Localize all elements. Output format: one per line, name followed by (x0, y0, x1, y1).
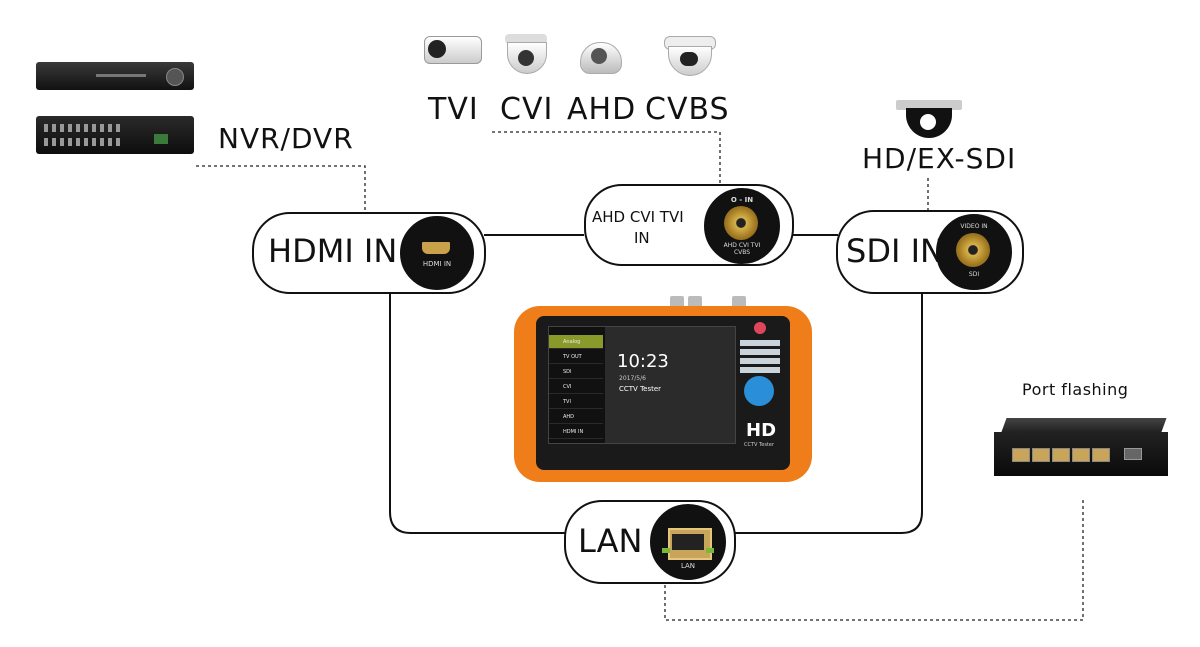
hdmi-in-title: HDMI IN (268, 232, 398, 270)
nvr-label: NVR/DVR (218, 122, 354, 155)
tester-time: 10:23 (617, 351, 669, 372)
hdmi-port-icon: HDMI IN (400, 216, 474, 290)
lan-title: LAN (578, 522, 643, 560)
turret-camera-icon (660, 36, 718, 78)
sdi-camera-label: HD/EX-SDI (862, 142, 1017, 175)
tester-menu-item: SDI (549, 365, 603, 379)
tester-dpad (744, 376, 774, 406)
nvr-device-rear (36, 116, 194, 154)
analog-jack-bottom-label-2: CVBS (733, 249, 751, 256)
bullet-camera-icon (418, 30, 482, 68)
sdi-jack-top-label: VIDEO IN (960, 223, 988, 230)
nvr-device-top (36, 62, 194, 90)
tester-menu-item: CVI (549, 380, 603, 394)
tester-app-name: CCTV Tester (619, 385, 662, 393)
camera-label-cvi: CVI (500, 92, 554, 127)
tester-menu-item: HDMI IN (549, 425, 603, 439)
tester-date: 2017/5/6 (619, 375, 646, 382)
lan-jack-label: LAN (680, 562, 696, 570)
tester-hd-sub: CCTV Tester (744, 442, 775, 448)
tester-menu-item: Analog (549, 335, 603, 349)
sdi-camera-icon (896, 100, 962, 140)
tester-screen: Analog TV OUT SDI CVI TVI AHD HDMI IN 10… (548, 326, 736, 444)
network-switch-device (994, 418, 1172, 476)
analog-in-title-line1: AHD CVI TVI (592, 208, 684, 226)
bnc-port-icon-analog: O - IN AHD CVI TVI CVBS (704, 188, 780, 264)
camera-label-tvi: TVI (428, 92, 479, 127)
camera-label-ahd: AHD (567, 92, 637, 127)
tester-menu-item: TV OUT (549, 350, 603, 364)
hdmi-jack-label: HDMI IN (422, 260, 452, 268)
analog-jack-top-label: O - IN (730, 196, 754, 204)
lan-port-icon: LAN (650, 504, 726, 580)
dome-camera-icon-1 (503, 34, 549, 74)
tester-keypad (740, 340, 780, 374)
bnc-port-icon-sdi: VIDEO IN SDI (936, 214, 1012, 290)
dome-camera-icon-2 (578, 40, 622, 78)
sdi-in-title: SDI IN (846, 232, 944, 270)
tester-hd-badge: HD (746, 420, 777, 441)
port-flashing-label: Port flashing (1022, 380, 1129, 399)
analog-in-title-line2: IN (634, 229, 650, 247)
sdi-jack-bottom-label: SDI (968, 271, 980, 278)
cctv-tester-device: Analog TV OUT SDI CVI TVI AHD HDMI IN 10… (514, 296, 812, 484)
analog-jack-bottom-label-1: AHD CVI TVI (723, 242, 761, 249)
tester-menu-item: AHD (549, 410, 603, 424)
tester-menu-item: TVI (549, 395, 603, 409)
tester-power-button (754, 322, 766, 334)
camera-label-cvbs: CVBS (645, 92, 730, 127)
